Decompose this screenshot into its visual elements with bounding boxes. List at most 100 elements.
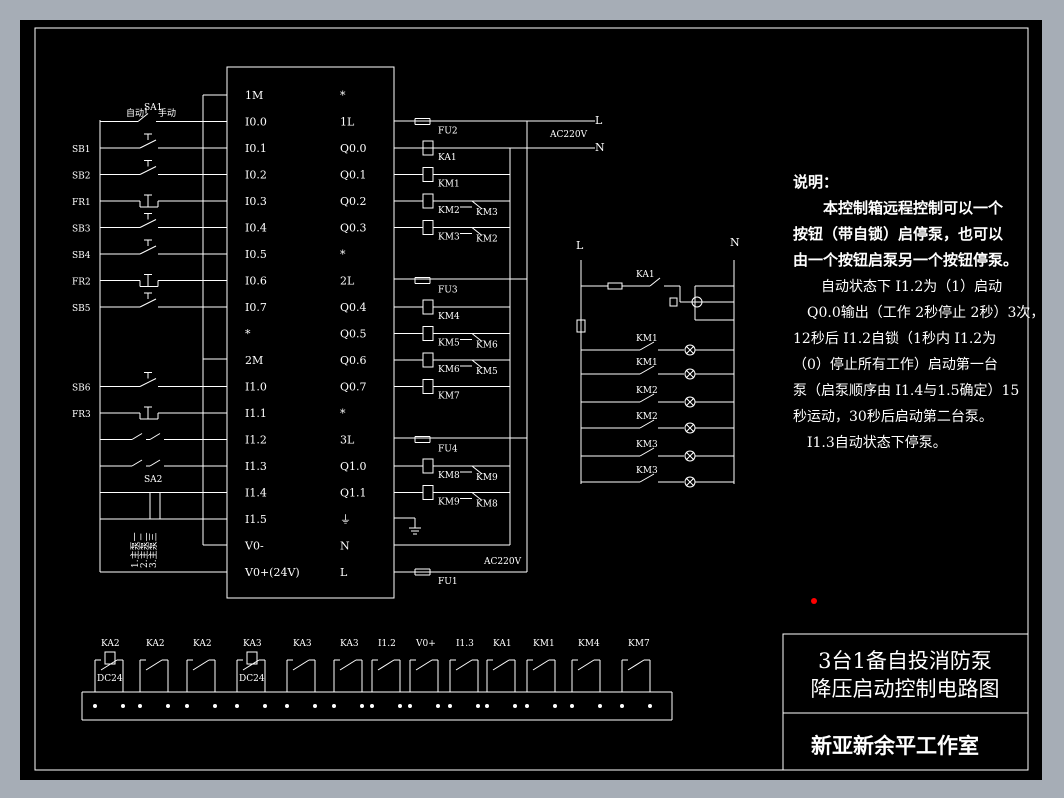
outer-frame (34, 27, 1029, 771)
relay-coil (422, 299, 434, 315)
coil-label: KM2 (438, 206, 460, 216)
wire (471, 359, 483, 369)
sa2-option: 1.主泵一 (129, 532, 141, 568)
notes-heading: 说明： (793, 173, 838, 191)
notes-line: Q0.0输出（工作 2秒停止 2秒）3次， (793, 304, 1042, 321)
output-L-label: L (595, 114, 603, 127)
wire (649, 277, 661, 287)
wire (139, 298, 157, 308)
strip-screw (553, 704, 557, 708)
plc-terminal-label: ⏚ (340, 513, 351, 526)
wire (471, 227, 483, 236)
studio-name: 新亚新余平工作室 (811, 733, 979, 758)
strip-screw (185, 704, 189, 708)
wire (639, 447, 655, 457)
plc-terminal-label: Q0.4 (340, 301, 367, 314)
plc-terminal-label: I0.2 (245, 169, 267, 182)
plc-terminal-label: Q0.1 (340, 169, 367, 182)
interlock-label: KM5 (476, 367, 498, 377)
plc-right-terminals: *1LQ0.0Q0.1Q0.2Q0.3*2LQ0.4Q0.5Q0.6Q0.7*3… (340, 89, 367, 579)
wire (149, 459, 161, 467)
notes-line: 泵（启泵顺序由 I1.4与1.5确定）15 (793, 383, 1019, 399)
plc-box (226, 66, 395, 599)
plc-terminal-label: 2L (340, 275, 355, 288)
wire (685, 423, 695, 433)
dc-label: DC24 (239, 674, 265, 684)
coil-label: KM7 (438, 392, 460, 402)
wire (139, 139, 157, 149)
fuse-label: FU4 (438, 445, 458, 455)
plc-terminal-label: I1.3 (245, 460, 267, 473)
ac-top-label: AC220V (549, 130, 588, 140)
wire (639, 365, 655, 375)
wire (577, 659, 595, 671)
plc-terminal-label: Q1.1 (340, 487, 367, 500)
plc-terminal-label: 1L (340, 116, 355, 129)
strip-screw (436, 704, 440, 708)
input-device-label: FR2 (72, 278, 91, 288)
wire (639, 393, 655, 403)
relay-coil (422, 193, 434, 209)
wire (137, 113, 149, 122)
wire (139, 166, 157, 175)
strip-screw (313, 704, 317, 708)
input-device-label: SB5 (72, 304, 91, 314)
wire (639, 341, 655, 351)
strip-screw (570, 704, 574, 708)
notes-bold-line: 由一个按钮启泵另一个按钮停泵。 (793, 251, 1018, 269)
wire (627, 659, 645, 671)
relay-coil (246, 651, 258, 665)
fuse-label: FU1 (438, 577, 458, 587)
relay-coil (422, 220, 434, 235)
relay-coil (422, 140, 434, 156)
strip-terminal-label: V0+ (415, 639, 436, 649)
plc-terminal-label: I0.7 (245, 301, 267, 314)
output-wiring (394, 120, 595, 573)
wire (131, 459, 143, 467)
fuse-label: FU3 (438, 286, 458, 296)
plc-terminal-label: Q0.0 (340, 142, 367, 155)
strip-screw (620, 704, 624, 708)
lamp-contact-label: KA1 (636, 270, 655, 280)
interlock-label: KM6 (476, 341, 498, 351)
wire (685, 345, 695, 355)
coil-label: KA1 (438, 153, 457, 163)
lamp-fuse (607, 282, 623, 290)
wire (532, 659, 550, 671)
title-block: 3台1备自投消防泵 降压启动控制电路图 新亚新余平工作室 (782, 633, 1029, 771)
notes-line: 秒运动，30秒后启动第二台泵。 (793, 408, 993, 425)
notes-block: 说明： 本控制箱远程控制可以一个 按钮（带自锁）启停泵，也可以 由一个按钮启泵另… (793, 173, 1042, 451)
strip-terminal-label: KA2 (193, 639, 212, 649)
notes-line: I1.3自动状态下停泵。 (793, 434, 947, 451)
lamp-contact-label: KM1 (636, 334, 658, 344)
wire (292, 659, 310, 671)
plc-terminal-label: I0.3 (245, 195, 267, 208)
wire (192, 659, 210, 671)
strip-screw (121, 704, 125, 708)
relay-coil (422, 458, 434, 474)
wire (685, 477, 695, 487)
wire (471, 200, 483, 210)
plc-terminal-label: I0.1 (245, 142, 267, 155)
input-device-label: FR3 (72, 410, 91, 420)
relay-coil (422, 485, 434, 500)
lamp-contact-label: KM3 (636, 466, 658, 476)
strip-terminal-label: KA3 (243, 639, 262, 649)
sa2-option: 2.主泵二 (138, 532, 150, 568)
strip-terminal-label: I1.2 (378, 639, 396, 649)
wire (139, 245, 157, 255)
wire (131, 433, 143, 440)
lamp-circuit (580, 260, 735, 484)
coil-label: KM1 (438, 180, 460, 190)
coil-label: KM6 (438, 365, 460, 375)
strip-screw (448, 704, 452, 708)
wire (685, 397, 695, 407)
strip-terminal-label: KA3 (293, 639, 312, 649)
strip-terminal-label: KA3 (340, 639, 359, 649)
strip-terminal-label: KA2 (101, 639, 120, 649)
wire (242, 659, 260, 671)
